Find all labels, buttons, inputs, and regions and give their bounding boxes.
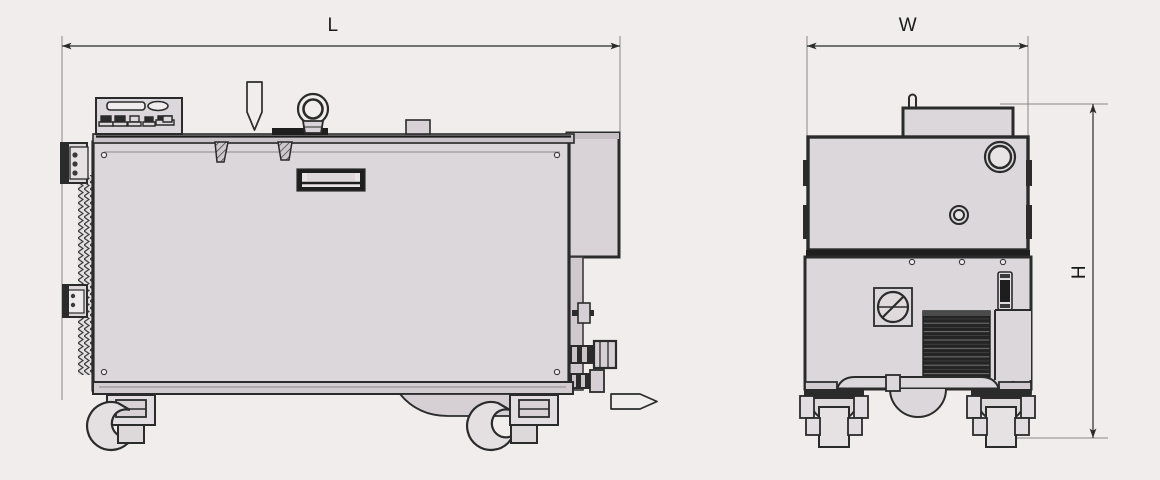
center-bell-housing [889,388,947,418]
swivel-caster [799,389,869,448]
lifting-eye [296,92,330,134]
dimension-length: L [62,15,620,50]
control-panel [95,97,183,135]
dimension-height: H [1069,104,1097,438]
dimension-label-length: L [327,15,338,36]
dimension-width: W [807,15,1028,50]
dimension-label-width: W [899,15,917,36]
panel-screw [999,258,1007,266]
side-bracket [1026,160,1032,186]
end-view: W H [799,15,1108,448]
port-flange-small [949,205,969,225]
swivel-caster [465,394,559,452]
lower-cabinet [803,255,1033,391]
top-cover-rail [92,119,575,144]
indicator-lamp [147,100,169,112]
rotary-switch [873,287,913,327]
panel-screw [908,258,916,266]
cooling-fins [78,175,92,375]
panel-screw [100,368,108,376]
display-slot [106,101,146,111]
ventilation-grille [922,310,991,378]
swivel-caster [966,389,1036,448]
rear-enclosure-box [565,131,621,259]
panel-screw [958,258,966,266]
side-bracket [1026,205,1032,239]
outlet-flow-arrow [610,393,658,410]
connector-row [98,115,175,127]
top-hook-loop [908,93,917,108]
dimension-label-height: H [1069,265,1090,279]
left-connector-block [60,142,89,184]
side-bracket [803,205,809,239]
panel-screw [553,151,561,159]
side-view-extension-lines [61,36,621,400]
panel-screw [100,151,108,159]
upper-cabinet [803,135,1032,252]
side-view: L [60,15,658,452]
terminal-strip [997,271,1013,311]
cabinet-divider [806,250,1030,257]
panel-screw [553,368,561,376]
left-connector-block-lower [62,284,88,318]
mount-tab-brackets [214,141,293,163]
port-fittings [568,302,618,393]
inlet-flow-arrow [246,81,263,131]
side-bracket [803,160,809,186]
top-small-port [405,119,431,135]
port-flange-large [983,140,1017,174]
swivel-caster [85,394,156,452]
recessed-handle [296,168,366,192]
top-rail-dark-insert [272,128,328,135]
